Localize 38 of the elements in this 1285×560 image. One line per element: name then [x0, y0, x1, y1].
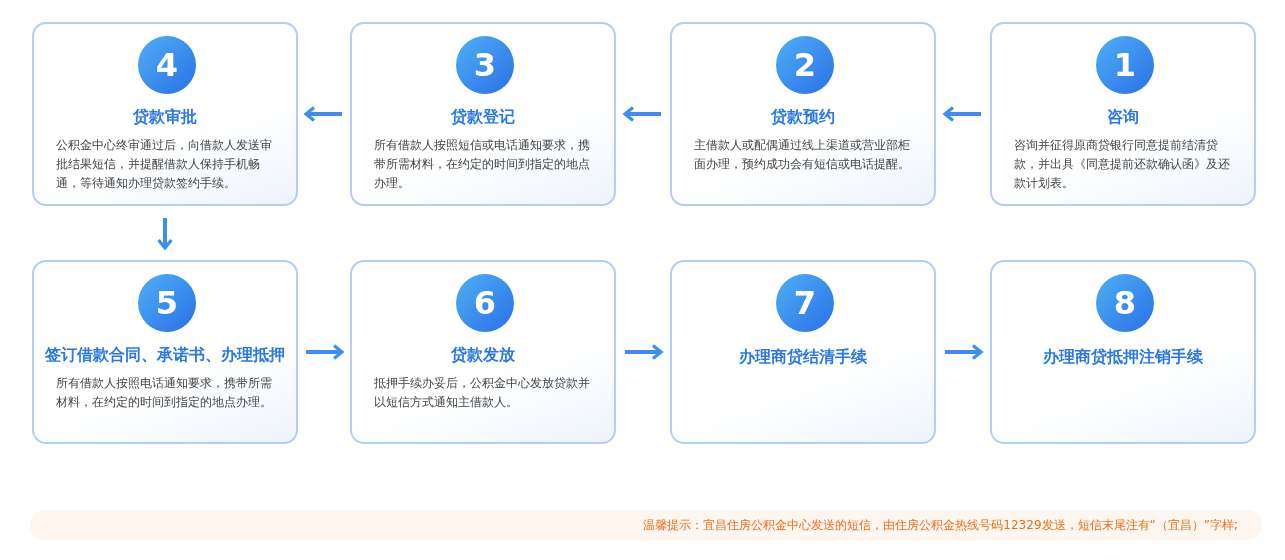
step-card	[670, 260, 936, 444]
step-number: 8	[1096, 274, 1154, 332]
step-title: 签订借款合同、承诺书、办理抵押	[44, 344, 286, 366]
step-title: 贷款审批	[132, 106, 198, 128]
step-description: 所有借款人按照电话通知要求，携带所需材料，在约定的时间到指定的地点办理。	[56, 375, 273, 411]
arrow	[943, 106, 981, 122]
arrow	[304, 106, 342, 122]
step-card	[990, 22, 1256, 206]
step-number: 7	[776, 274, 834, 332]
step-card	[32, 260, 298, 444]
step-title: 贷款发放	[450, 344, 516, 366]
step-description: 公积金中心终审通过后，向借款人发送审批结果短信，并提醒借款人保持手机畅通，等待通知办理贷款签约手续。	[56, 137, 273, 192]
step-number: 2	[776, 36, 834, 94]
step-card	[350, 22, 616, 206]
step-description: 主借款人或配偶通过线上渠道或营业部柜面办理，预约成功会有短信或电话提醒。	[694, 137, 911, 173]
step-description: 咨询并征得原商贷银行同意提前结清贷款，并出具《同意提前还款确认函》及还款计划表。	[1014, 137, 1231, 192]
step-description: 抵押手续办妥后，公积金中心发放贷款并以短信方式通知主借款人。	[374, 375, 591, 411]
step-title: 贷款预约	[770, 106, 836, 128]
step-number: 3	[456, 36, 514, 94]
step-card	[32, 22, 298, 206]
step-card	[990, 260, 1256, 444]
step-number: 4	[138, 36, 196, 94]
arrow	[625, 344, 663, 360]
step-title: 办理商贷抵押注销手续	[1042, 346, 1204, 368]
arrow	[157, 218, 173, 250]
step-description: 所有借款人按照短信或电话通知要求，携带所需材料，在约定的时间到指定的地点办理。	[374, 137, 591, 192]
arrow	[306, 344, 344, 360]
step-number: 1	[1096, 36, 1154, 94]
step-number: 5	[138, 274, 196, 332]
arrow	[623, 106, 661, 122]
step-card	[350, 260, 616, 444]
step-title: 咨询	[1106, 106, 1140, 128]
step-card	[670, 22, 936, 206]
notice-bar: 温馨提示：宜昌住房公积金中心发送的短信，由住房公积金热线号码12329发送，短信末尾注有“（宜昌）”字样;	[30, 510, 1262, 540]
step-number: 6	[456, 274, 514, 332]
arrow	[945, 344, 983, 360]
step-title: 贷款登记	[450, 106, 516, 128]
step-title: 办理商贷结清手续	[738, 346, 868, 368]
